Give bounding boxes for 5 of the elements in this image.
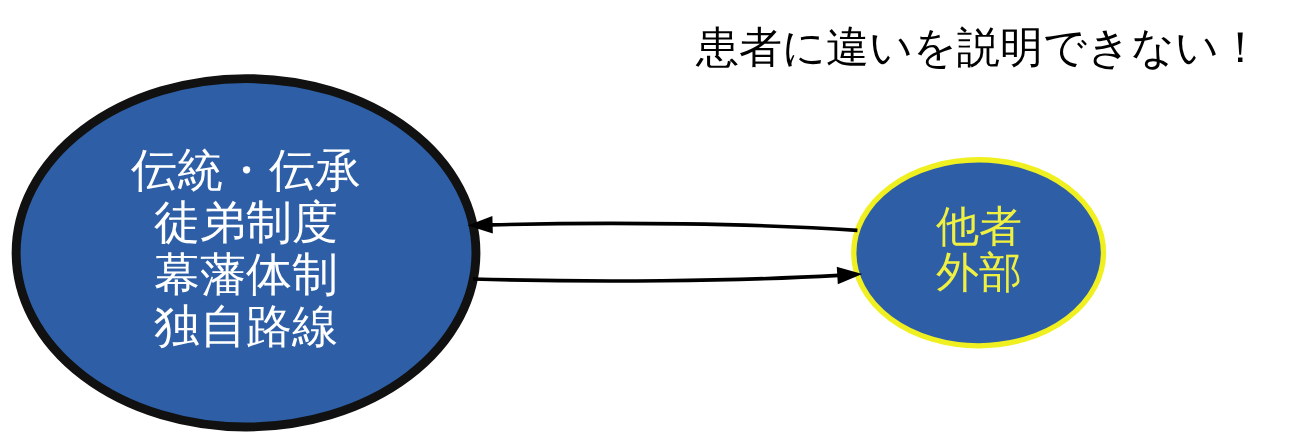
arrow	[467, 216, 858, 234]
label: 患者に違いを説明できない！	[695, 22, 1262, 73]
arrow	[472, 266, 863, 285]
node-ellipse: 他者 外部	[851, 157, 1107, 349]
node-ellipse: 伝統・伝承 徒弟制度 幕藩体制 独自路線	[11, 74, 481, 432]
